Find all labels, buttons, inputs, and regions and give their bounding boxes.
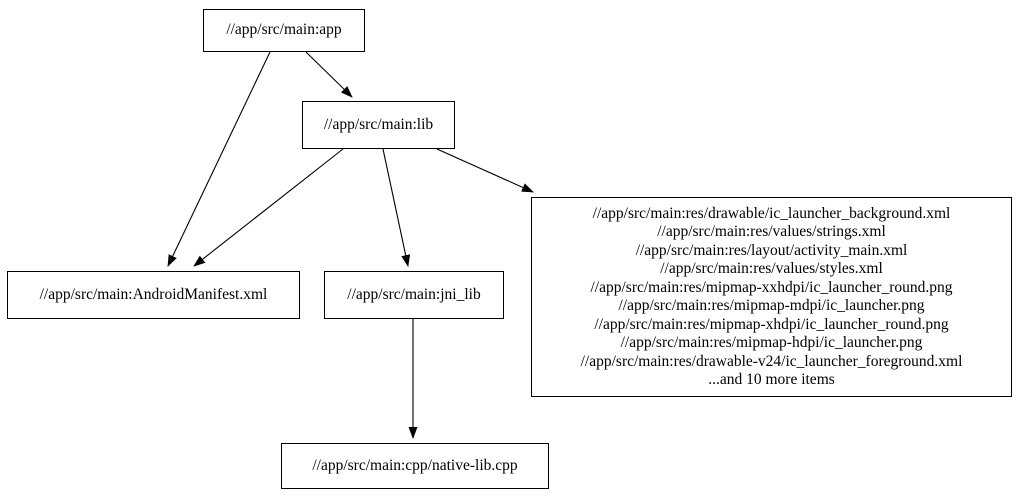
edge-lib-to-jni-lib: [382, 148, 411, 267]
res-group-line: //app/src/main:res/drawable-v24/ic_launc…: [580, 352, 963, 370]
node-native-lib: //app/src/main:cpp/native-lib.cpp: [281, 443, 549, 489]
edge-app-to-manifest: [167, 51, 271, 267]
node-jni-lib-label: //app/src/main:jni_lib: [347, 285, 481, 303]
res-group-more-items: ...and 10 more items: [708, 371, 835, 388]
node-jni-lib: //app/src/main:jni_lib: [324, 271, 504, 319]
node-lib: //app/src/main:lib: [302, 101, 455, 149]
res-group-line: //app/src/main:res/layout/activity_main.…: [635, 241, 908, 259]
res-group-line: //app/src/main:res/values/styles.xml: [660, 260, 883, 277]
edge-lib-to-manifest: [193, 148, 344, 267]
res-group-line: //app/src/main:res/mipmap-xhdpi/ic_launc…: [594, 315, 949, 333]
node-res-group: //app/src/main:res/drawable/ic_launcher_…: [531, 197, 1012, 397]
node-app-label: //app/src/main:app: [226, 21, 342, 39]
node-app: //app/src/main:app: [203, 9, 365, 52]
res-group-line: //app/src/main:res/drawable/ic_launcher_…: [592, 204, 951, 222]
node-android-manifest: //app/src/main:AndroidManifest.xml: [7, 271, 300, 319]
edge-lib-to-res-group: [436, 148, 534, 193]
node-android-manifest-label: //app/src/main:AndroidManifest.xml: [39, 285, 268, 303]
node-lib-label: //app/src/main:lib: [323, 115, 434, 133]
res-group-line: //app/src/main:res/values/strings.xml: [657, 223, 886, 240]
res-group-line: //app/src/main:res/mipmap-xxhdpi/ic_laun…: [590, 278, 953, 296]
node-native-lib-label: //app/src/main:cpp/native-lib.cpp: [312, 456, 518, 474]
edge-app-to-lib: [305, 51, 353, 98]
res-group-line: //app/src/main:res/mipmap-mdpi/ic_launch…: [618, 297, 925, 314]
res-group-line: //app/src/main:res/mipmap-hdpi/ic_launch…: [620, 334, 923, 351]
